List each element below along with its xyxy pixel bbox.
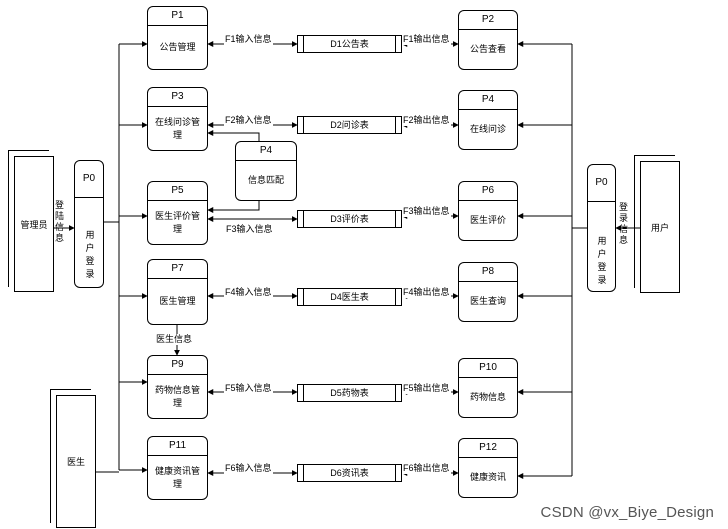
process-name: 药物信息管理 <box>154 384 200 408</box>
process-id: P10 <box>459 359 517 378</box>
process-name: 药物信息 <box>469 392 506 402</box>
process-name: 信息匹配 <box>247 175 284 185</box>
process-p5: P5 医生评价管理 <box>147 181 208 245</box>
flow-label-login-right: 登录信息 <box>618 202 628 245</box>
entity-admin-label: 管理员 <box>14 156 54 292</box>
flow-label-f6-in: F6输入信息 <box>224 463 273 474</box>
process-name: 公告查看 <box>469 44 506 54</box>
process-id: P6 <box>459 182 517 201</box>
process-id: P5 <box>148 182 207 201</box>
flow-label-f6-out: F6输出信息 <box>402 463 451 474</box>
entity-doctor-label: 医生 <box>56 395 96 528</box>
store-d4: D4医生表 <box>297 288 402 306</box>
process-name: 用户登录 <box>597 236 607 285</box>
process-name: 医生评价管理 <box>154 210 200 234</box>
process-name: 医生评价 <box>469 215 506 225</box>
process-name: 医生查询 <box>469 296 506 306</box>
store-d1: D1公告表 <box>297 35 402 53</box>
process-id: P4 <box>459 91 517 110</box>
flow-label-f4-out: F4输出信息 <box>402 287 451 298</box>
process-name: 用户登录 <box>85 230 95 279</box>
process-p1: P1 公告管理 <box>147 6 208 70</box>
flow-label-f1-in: F1输入信息 <box>224 34 273 45</box>
process-p12: P12 健康资讯 <box>458 438 518 498</box>
process-name: 医生管理 <box>159 296 196 306</box>
entity-user-label: 用户 <box>640 161 680 293</box>
process-id: P11 <box>148 437 207 456</box>
process-name: 在线问诊 <box>469 124 506 134</box>
process-id: P1 <box>148 7 207 26</box>
entity-doctor: 医生 <box>50 389 96 528</box>
process-name: 健康资讯管理 <box>154 465 200 489</box>
store-d2: D2问诊表 <box>297 116 402 134</box>
process-p9: P9 药物信息管理 <box>147 355 208 419</box>
process-p0-left: P0 用户登录 <box>74 160 104 288</box>
process-p4-match: P4 信息匹配 <box>235 141 297 201</box>
process-p3: P3 在线问诊管理 <box>147 87 208 151</box>
flow-label-login-left: 登陆信息 <box>54 200 64 243</box>
process-p8: P8 医生查询 <box>458 262 518 322</box>
flow-label-doctor-info: 医生信息 <box>155 334 194 345</box>
process-id: P4 <box>236 142 296 161</box>
process-id: P3 <box>148 88 207 107</box>
flow-label-f1-out: F1输出信息 <box>402 34 451 45</box>
process-p10: P10 药物信息 <box>458 358 518 418</box>
flow-label-f5-out: F5输出信息 <box>402 383 451 394</box>
entity-user: 用户 <box>634 155 680 293</box>
process-id: P7 <box>148 260 207 279</box>
store-d5: D5药物表 <box>297 384 402 402</box>
flow-label-f3-in: F3输入信息 <box>225 224 274 235</box>
process-name: 公告管理 <box>159 42 196 52</box>
process-p2: P2 公告查看 <box>458 10 518 70</box>
process-id: P12 <box>459 439 517 458</box>
arrow-match-to-p5 <box>207 201 260 213</box>
process-p11: P11 健康资讯管理 <box>147 436 208 500</box>
watermark: CSDN @vx_Biye_Design <box>540 504 714 521</box>
process-id: P8 <box>459 263 517 282</box>
arrow-match-to-p3 <box>207 130 260 141</box>
process-id: P2 <box>459 11 517 30</box>
flow-label-f3-out: F3输出信息 <box>402 206 451 217</box>
process-p4: P4 在线问诊 <box>458 90 518 150</box>
process-name: 健康资讯 <box>469 472 506 482</box>
process-id: P0 <box>75 161 103 198</box>
process-p7: P7 医生管理 <box>147 259 208 325</box>
entity-admin: 管理员 <box>8 150 54 292</box>
store-d6: D6资讯表 <box>297 464 402 482</box>
flow-label-f2-out: F2输出信息 <box>402 115 451 126</box>
store-d3: D3评价表 <box>297 210 402 228</box>
flow-label-f5-in: F5输入信息 <box>224 383 273 394</box>
flow-label-f4-in: F4输入信息 <box>224 287 273 298</box>
process-id: P9 <box>148 356 207 375</box>
process-p0-right: P0 用户登录 <box>587 164 616 292</box>
process-id: P0 <box>588 165 615 202</box>
flow-label-f2-in: F2输入信息 <box>224 115 273 126</box>
process-p6: P6 医生评价 <box>458 181 518 241</box>
process-name: 在线问诊管理 <box>154 116 200 140</box>
